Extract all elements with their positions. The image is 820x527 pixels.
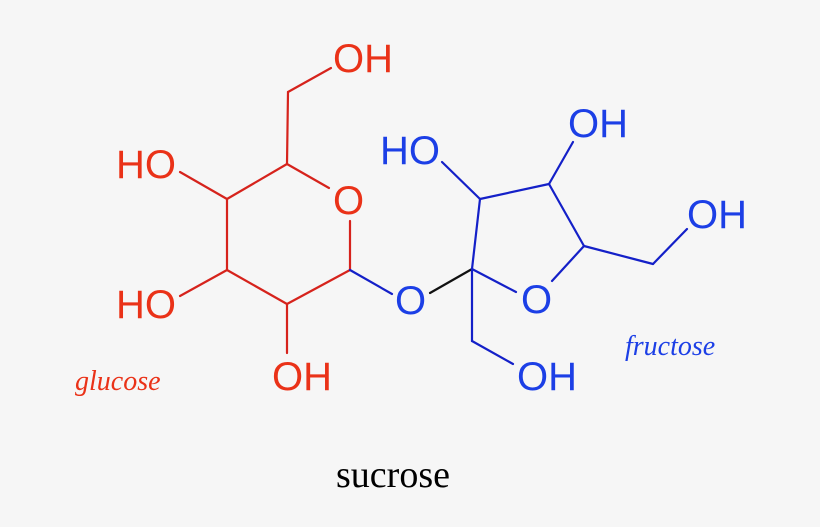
bond-c5-c6: [582, 244, 655, 266]
bond-c6-oh: [286, 66, 333, 94]
bond-c6-oh: [651, 227, 689, 266]
bond-c3-oh: [440, 160, 482, 201]
bond-c2-oring: [470, 267, 518, 294]
bond-c5-c6: [285, 90, 290, 166]
fructose-bonds: [440, 140, 689, 366]
glycosidic-oxygen: O: [395, 279, 426, 323]
glucose-atoms: OH HO O HO OH: [116, 37, 393, 399]
bond-c1-oh: [470, 339, 515, 366]
glucose-c6-hydroxyl: OH: [333, 37, 393, 81]
bond-c3-c2: [225, 268, 289, 306]
bond-bridge-o-fructose-c2: [428, 267, 474, 295]
fructose-c4-hydroxyl: OH: [568, 102, 628, 146]
glucose-bonds: [178, 66, 352, 355]
glucose-ring-oxygen: O: [333, 179, 364, 223]
bond-c3-c4: [478, 182, 551, 201]
diagram-title: sucrose: [336, 454, 450, 496]
bond-c2-c3: [470, 197, 482, 271]
fructose-c1-hydroxyl: OH: [517, 355, 577, 399]
bond-c5-oring: [285, 162, 331, 190]
glucose-c2-hydroxyl: OH: [272, 355, 332, 399]
glucose-c4-hydroxyl: HO: [116, 143, 176, 187]
bond-c4-oh: [178, 170, 229, 201]
bond-c2-c1: [285, 268, 352, 306]
bond-glucose-c1-bridge-o: [348, 268, 394, 296]
fructose-label: fructose: [625, 331, 715, 362]
fructose-c3-hydroxyl: HO: [380, 129, 440, 173]
glucose-c3-hydroxyl: HO: [116, 283, 176, 327]
glucose-label: glucose: [75, 366, 161, 397]
bond-c4-c5: [547, 182, 586, 248]
bond-c5-c4: [225, 162, 289, 201]
fructose-c6-hydroxyl: OH: [687, 193, 747, 237]
fructose-atoms: HO OH OH O OH: [380, 102, 747, 399]
fructose-ring-oxygen: O: [521, 278, 552, 322]
bond-c5-oring: [550, 244, 586, 283]
bond-c4-oh: [547, 140, 575, 186]
bond-c3-oh: [178, 268, 229, 298]
